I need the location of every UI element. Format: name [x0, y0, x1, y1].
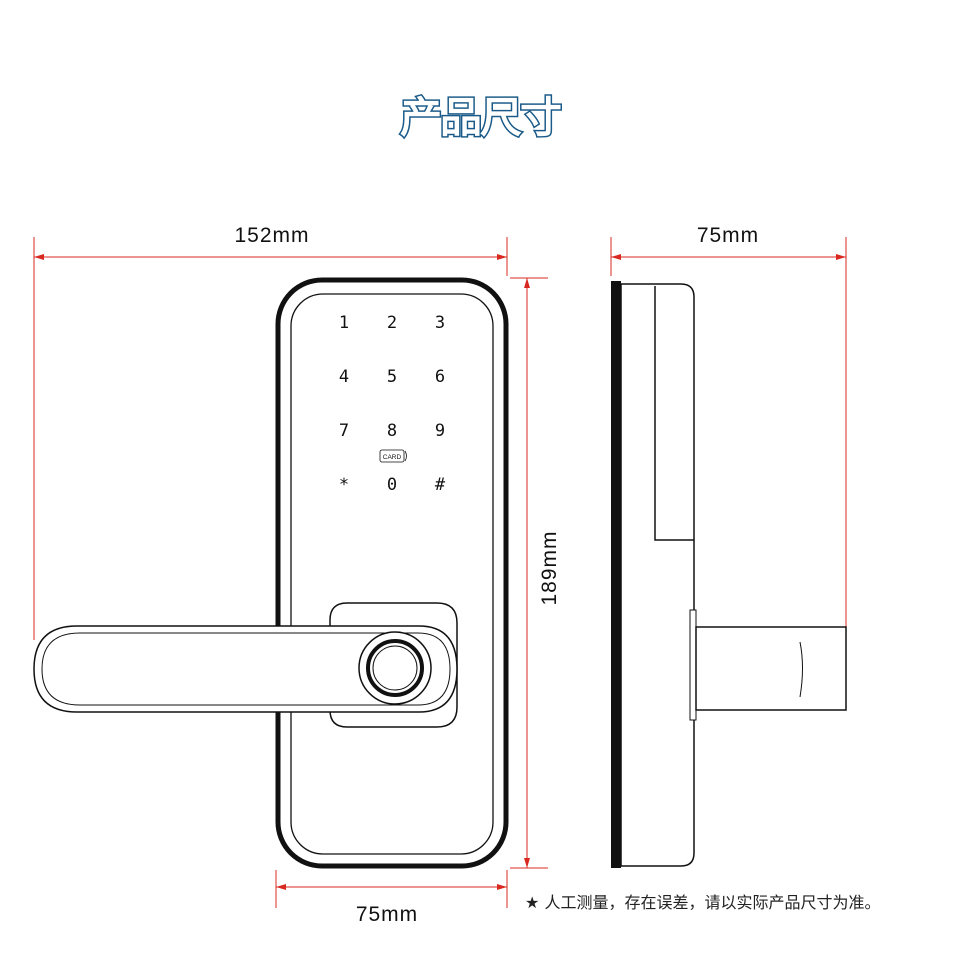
dimension-label-width: 152mm: [234, 224, 309, 247]
disclaimer-text: 人工测量，存在误差，请以实际产品尺寸为准。: [544, 893, 881, 912]
star-icon: ★: [525, 893, 540, 912]
keypad-key[interactable]: 8: [387, 421, 397, 441]
keypad-key[interactable]: 5: [387, 367, 397, 387]
front-view: 1 2 3 4 5 6 7 8 9 * 0 # CARD: [33, 277, 509, 869]
side-view: [611, 281, 847, 868]
measurement-disclaimer: ★ 人工测量，存在误差，请以实际产品尺寸为准。: [525, 889, 880, 913]
keypad-key[interactable]: 6: [435, 367, 445, 387]
keypad-key[interactable]: 4: [339, 367, 349, 387]
dimension-label-height: 189mm: [538, 530, 561, 605]
card-reader-icon: CARD: [379, 449, 407, 463]
keypad-key[interactable]: *: [339, 475, 349, 495]
dimension-label-body-width: 75mm: [356, 903, 418, 926]
page-title: 产品尺寸: [400, 93, 561, 142]
keypad-key[interactable]: 1: [339, 313, 349, 333]
keypad-key[interactable]: 0: [387, 475, 397, 495]
keypad-key[interactable]: 9: [435, 421, 445, 441]
lever-handle[interactable]: [33, 602, 458, 728]
card-label: CARD: [383, 454, 402, 461]
keypad: 1 2 3 4 5 6 7 8 9 * 0 #: [339, 313, 446, 495]
dimension-arrows: [34, 254, 846, 890]
dimension-label-depth: 75mm: [697, 224, 759, 247]
keypad-key[interactable]: #: [435, 475, 446, 495]
keypad-key[interactable]: 2: [387, 313, 397, 333]
keypad-key[interactable]: 3: [435, 313, 445, 333]
dimension-lines: [33, 237, 847, 908]
keypad-key[interactable]: 7: [339, 421, 349, 441]
